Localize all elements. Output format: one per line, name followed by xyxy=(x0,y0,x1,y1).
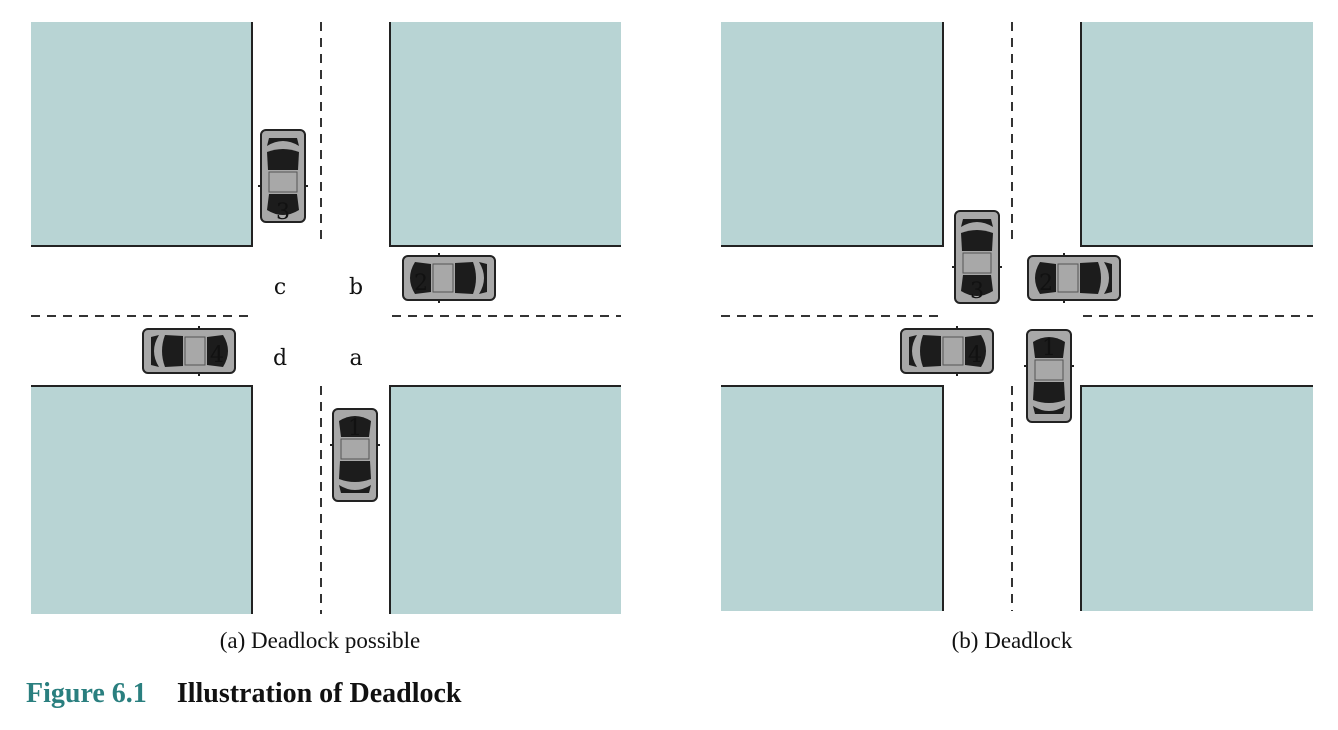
figure-title: Figure 6.1 Illustration of Deadlock xyxy=(26,678,462,710)
car-3-number: 3 xyxy=(276,200,290,225)
city-block-bottom-right xyxy=(390,386,621,614)
panel-b-intersection: 3 2 4 1 xyxy=(721,22,1313,611)
quadrant-label-a: a xyxy=(349,346,362,371)
car-4-number: 4 xyxy=(968,343,982,368)
panel-a-caption: (a) Deadlock possible xyxy=(219,628,421,653)
city-block-bottom-right xyxy=(1081,386,1313,611)
panel-a-intersection: c b d a 3 2 4 1 xyxy=(31,22,621,614)
car-1-number: 1 xyxy=(1042,336,1056,361)
quadrant-label-d: d xyxy=(273,346,287,371)
car-3-number: 3 xyxy=(970,279,984,304)
quadrant-label-c: c xyxy=(274,275,286,300)
city-block-bottom-left xyxy=(721,386,943,611)
quadrant-label-b: b xyxy=(349,275,363,300)
city-block-top-left xyxy=(31,22,252,246)
city-block-top-right xyxy=(1081,22,1313,246)
city-block-bottom-left xyxy=(31,386,252,614)
car-2-number: 2 xyxy=(414,271,428,296)
car-1-number: 1 xyxy=(348,416,362,441)
city-block-top-left xyxy=(721,22,943,246)
panel-b-caption: (b) Deadlock xyxy=(951,628,1073,653)
car-4-number: 4 xyxy=(210,343,224,368)
city-block-top-right xyxy=(390,22,621,246)
figure-number: Figure 6.1 xyxy=(26,678,147,709)
figure-title-text: Illustration of Deadlock xyxy=(176,678,462,709)
car-2-number: 2 xyxy=(1039,271,1053,296)
